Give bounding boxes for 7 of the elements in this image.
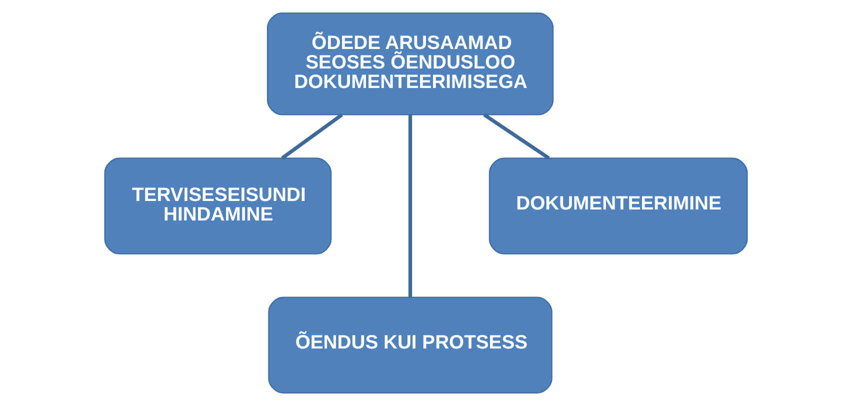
node-box: DOKUMENTEERIMINE [488, 158, 748, 254]
node-box: ÕDEDE ARUSAAMAD SEOSES ÕENDUSLOO DOKUMENTEERIMISEGA [266, 12, 554, 116]
connector [408, 114, 412, 298]
connector [281, 113, 343, 160]
node-box: ÕENDUS KUI PROTSESS [268, 296, 552, 394]
node-box: TERVISESEISUNDI HINDAMINE [104, 158, 332, 254]
connector [483, 113, 550, 160]
